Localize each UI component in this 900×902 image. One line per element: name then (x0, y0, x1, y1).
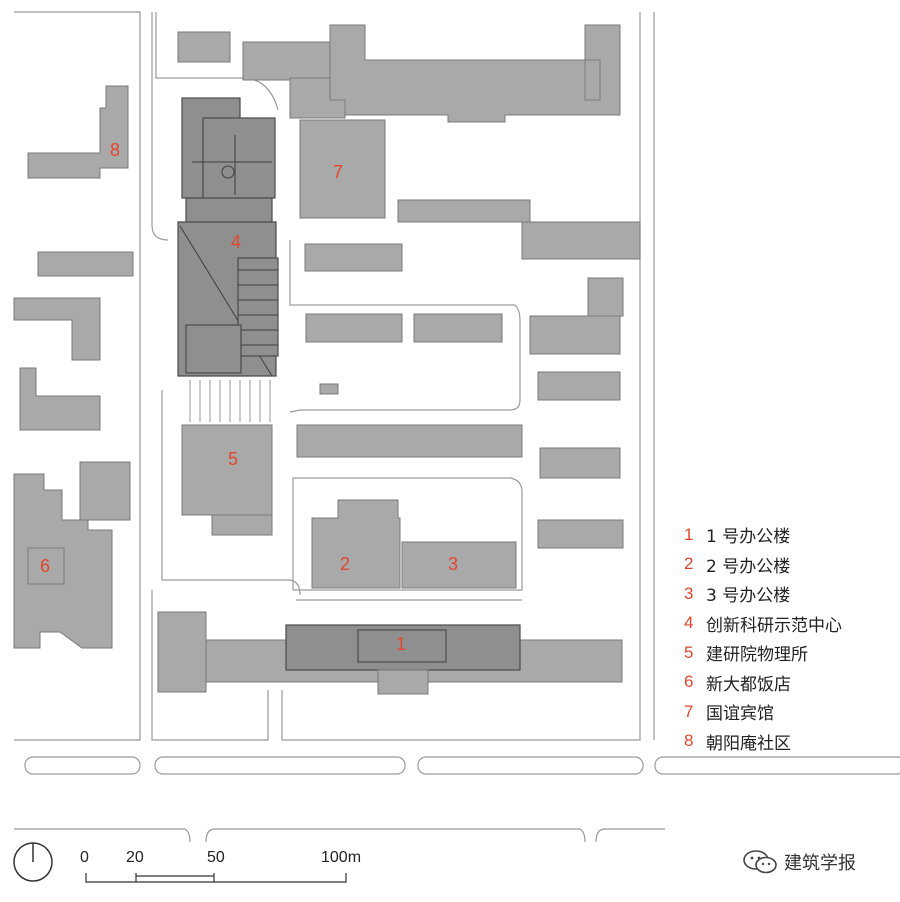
legend-number: 4 (684, 613, 694, 633)
stair-lines (238, 269, 278, 346)
legend-text: 1 号办公楼 (706, 527, 791, 548)
scale-label-50: 50 (207, 849, 225, 866)
map-label-3: 3 (448, 554, 458, 574)
legend-text: 朝阳庵社区 (706, 733, 791, 754)
legend-text: 创新科研示范中心 (706, 615, 842, 636)
legend-item-2: 2 2 号办公楼 (684, 550, 894, 580)
scale-label-20: 20 (126, 849, 144, 866)
legend-item-7: 7 国谊宾馆 (684, 697, 894, 727)
legend-item-5: 5 建研院物理所 (684, 638, 894, 668)
legend-text: 2 号办公楼 (706, 556, 791, 577)
legend-number: 2 (684, 554, 694, 574)
legend-item-1: 1 1 号办公楼 (684, 520, 894, 550)
plaza-stripes (189, 380, 271, 422)
legend-number: 8 (684, 731, 694, 751)
legend-item-8: 8 朝阳庵社区 (684, 727, 894, 757)
map-label-7: 7 (333, 162, 343, 182)
legend-number: 3 (684, 583, 694, 603)
map-label-8: 8 (110, 140, 120, 160)
legend-number: 7 (684, 701, 694, 721)
legend-item-6: 6 新大都饭店 (684, 668, 894, 698)
road-network (14, 11, 900, 843)
legend-text: 新大都饭店 (706, 674, 791, 695)
north-arrow-icon (13, 842, 53, 882)
scale-bar (85, 873, 347, 883)
watermark-text: 建筑学报 (784, 853, 856, 874)
legend-text: 国谊宾馆 (706, 704, 774, 725)
legend-item-4: 4 创新科研示范中心 (684, 609, 894, 639)
legend-number: 6 (684, 672, 694, 692)
map-label-5: 5 (228, 449, 238, 469)
legend-number: 1 (684, 524, 694, 544)
map-label-2: 2 (340, 554, 350, 574)
wechat-icon (743, 850, 777, 874)
map-label-6: 6 (40, 556, 50, 576)
buildings (13, 24, 641, 695)
legend-text: 3 号办公楼 (706, 586, 791, 607)
scale-label-100m: 100m (321, 849, 362, 866)
project-building-4 (177, 97, 279, 377)
scale-label-0: 0 (80, 849, 89, 866)
map-label-4: 4 (231, 232, 241, 252)
watermark: 建筑学报 (742, 848, 856, 876)
legend-text: 建研院物理所 (706, 645, 808, 666)
legend: 1 1 号办公楼 2 2 号办公楼 3 3 号办公楼 4 创新科研示范中心 5 … (684, 520, 894, 756)
map-number-labels: 1 2 3 4 5 6 7 8 (40, 140, 458, 654)
legend-number: 5 (684, 642, 694, 662)
legend-item-3: 3 3 号办公楼 (684, 579, 894, 609)
map-label-1: 1 (396, 634, 406, 654)
